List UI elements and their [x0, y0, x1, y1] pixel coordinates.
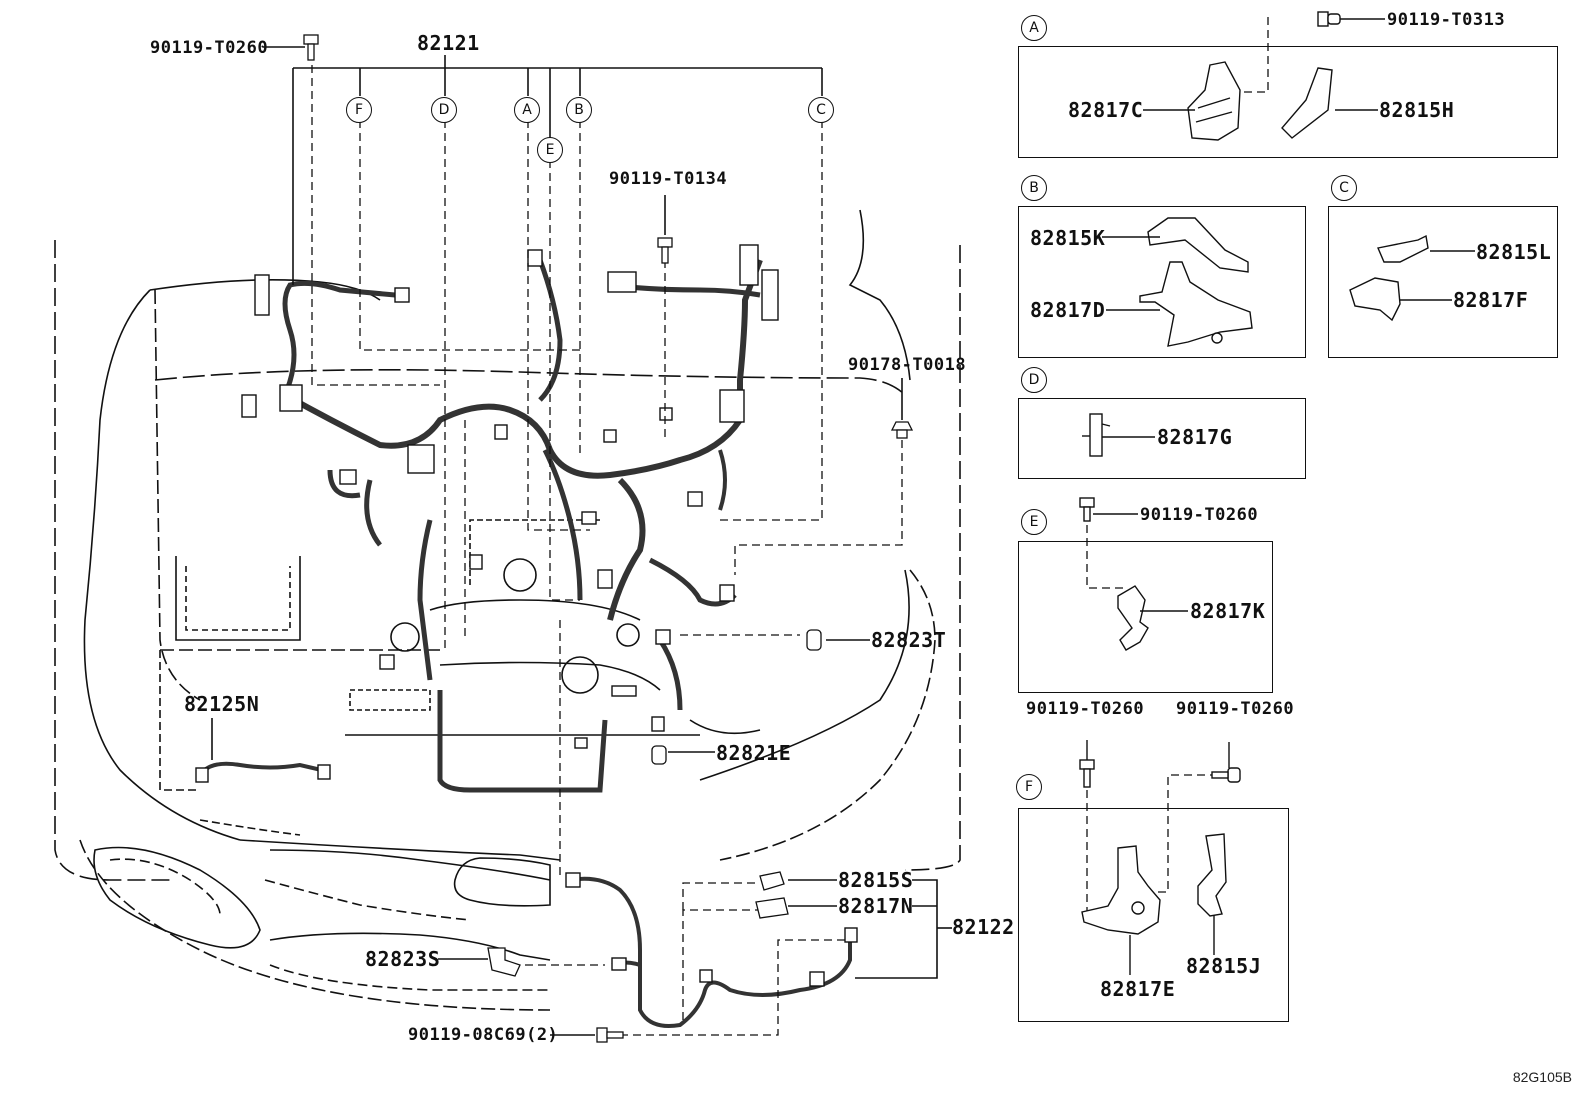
bolt-icon [1317, 11, 1341, 27]
label-82817e: 82817E [1100, 977, 1176, 1001]
part-82815h-sketch [1281, 67, 1333, 139]
detail-c-marker: C [1331, 175, 1357, 201]
label-82817n: 82817N [838, 894, 914, 918]
detail-d-marker: D [1021, 367, 1047, 393]
clamp-icon [759, 871, 785, 891]
part-82817d-sketch [1139, 261, 1253, 347]
part-82817c-sketch [1187, 61, 1241, 141]
label-82125n: 82125N [184, 692, 260, 716]
label-clip-90178-t0018: 90178-T0018 [848, 355, 967, 375]
label-bolt-90119-08c69: 90119-08C69(2) [408, 1025, 559, 1045]
label-bolt-90119-t0313: 90119-T0313 [1387, 10, 1506, 30]
detail-b-marker: B [1021, 175, 1047, 201]
callout-f: F [346, 97, 372, 123]
detail-box-e [1018, 541, 1273, 693]
label-82815s: 82815S [838, 868, 914, 892]
diagram-code: 82G105B [1512, 1069, 1572, 1085]
clamp-icon [755, 897, 789, 919]
detail-box-f [1018, 808, 1289, 1022]
label-bolt-90119-t0134: 90119-T0134 [609, 169, 728, 189]
harness-82125n [198, 761, 331, 777]
bolt-icon [1211, 767, 1241, 783]
label-82821e: 82821E [716, 741, 792, 765]
label-82817c: 82817C [1068, 98, 1144, 122]
label-82823s: 82823S [365, 947, 441, 971]
detail-box-c [1328, 206, 1558, 358]
bolt-icon [303, 34, 319, 61]
part-82815k-sketch [1147, 217, 1249, 273]
part-82817g-sketch [1082, 413, 1111, 457]
bolt-icon [1079, 759, 1095, 788]
label-bolt-90119-t0260-e: 90119-T0260 [1140, 505, 1259, 525]
label-bolt-90119-t0260-f1: 90119-T0260 [1026, 699, 1145, 719]
label-82823t: 82823T [871, 628, 947, 652]
label-82817k: 82817K [1190, 599, 1266, 623]
detail-box-b [1018, 206, 1306, 358]
grommet-icon [806, 629, 822, 651]
part-82815l-sketch [1377, 234, 1429, 263]
grommet-icon [651, 745, 667, 765]
part-82815j-sketch [1197, 833, 1227, 917]
detail-e-marker: E [1021, 509, 1047, 535]
label-82817g: 82817G [1157, 425, 1233, 449]
bracket-icon [487, 947, 521, 977]
callout-c: C [808, 97, 834, 123]
harness-82122 [569, 876, 852, 1028]
detail-box-d [1018, 398, 1306, 479]
label-bolt-90119-t0260-top: 90119-T0260 [150, 38, 269, 58]
callout-b: B [566, 97, 592, 123]
label-82817f: 82817F [1453, 288, 1529, 312]
label-82122: 82122 [952, 915, 1015, 939]
part-82817k-sketch [1117, 585, 1149, 651]
part-82817f-sketch [1349, 277, 1401, 322]
label-82815j: 82815J [1186, 954, 1262, 978]
label-82121: 82121 [417, 31, 480, 55]
part-82817e-sketch [1081, 845, 1161, 935]
label-82817d: 82817D [1030, 298, 1106, 322]
label-bolt-90119-t0260-f2: 90119-T0260 [1176, 699, 1295, 719]
label-82815l: 82815L [1476, 240, 1552, 264]
detail-box-a [1018, 46, 1558, 158]
bolt-icon [1079, 497, 1095, 522]
callout-e: E [537, 137, 563, 163]
detail-f-marker: F [1016, 774, 1042, 800]
callout-a: A [514, 97, 540, 123]
bolt-icon [657, 237, 673, 264]
bolt-icon [596, 1027, 624, 1043]
engine-bay-outline [54, 240, 170, 881]
clip-icon [890, 421, 914, 439]
callout-d: D [431, 97, 457, 123]
label-82815h: 82815H [1379, 98, 1455, 122]
label-82815k: 82815K [1030, 226, 1106, 250]
detail-a-marker: A [1021, 15, 1047, 41]
